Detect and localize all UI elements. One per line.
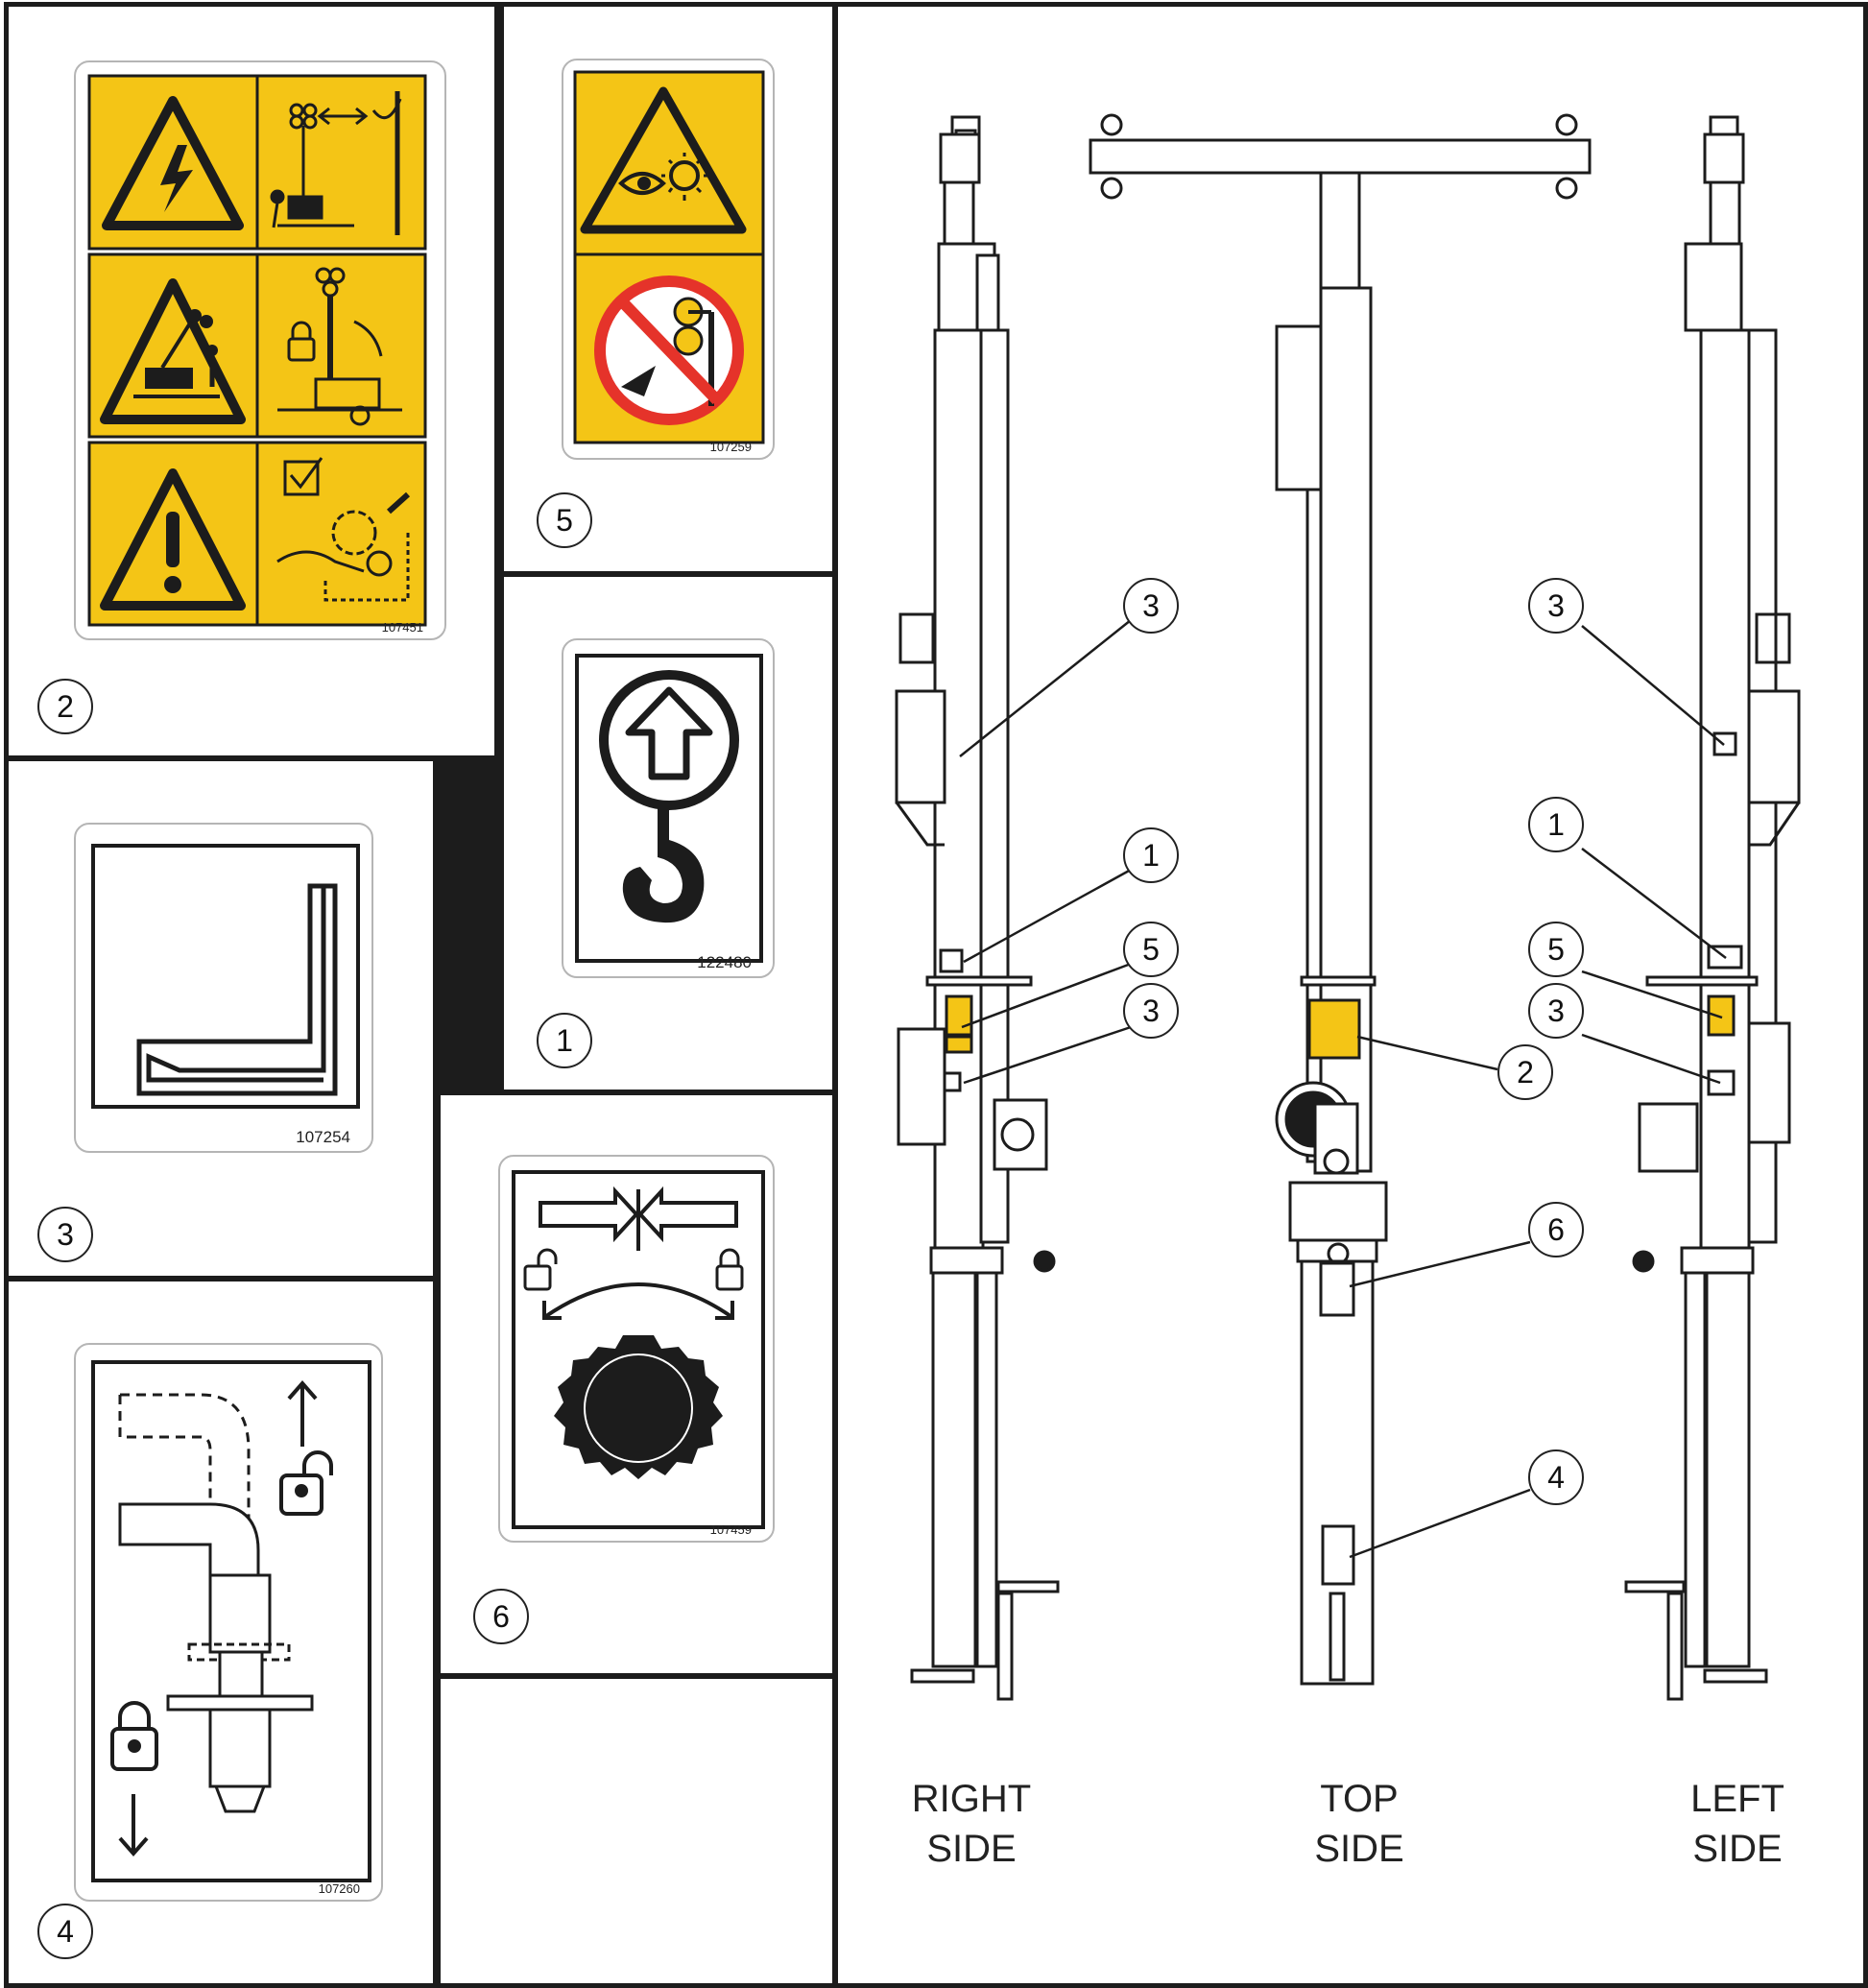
decal-107259: 107259	[562, 59, 775, 460]
lock-icon	[715, 1248, 744, 1291]
callout-top-6: 6	[1528, 1202, 1584, 1257]
decal-107451: 107451	[74, 60, 446, 640]
callout-left-3a: 3	[1528, 578, 1584, 634]
part-number: 107260	[318, 1881, 360, 1896]
unlock-icon	[279, 1450, 333, 1516]
inspect-gear-icon	[276, 457, 411, 602]
decal-107254: 107254	[74, 823, 373, 1153]
view-label-right: RIGHT SIDE	[856, 1774, 1087, 1874]
decal-panel-4: 107260 4	[4, 1277, 438, 1988]
mast-views-panel	[833, 2, 1868, 1988]
decal-panel-1: 122480 1	[499, 572, 837, 1094]
callout-5: 5	[537, 492, 592, 548]
part-number: 107459	[709, 1522, 752, 1537]
callout-6: 6	[473, 1589, 529, 1644]
decal-122480-art	[575, 654, 763, 963]
view-label-line2: SIDE	[1692, 1828, 1783, 1870]
knob-icon	[554, 1335, 723, 1479]
part-number: 107254	[296, 1128, 350, 1146]
lock-icon	[110, 1701, 158, 1771]
lift-point-icon	[599, 670, 739, 923]
callout-4: 4	[37, 1904, 93, 1959]
decal-107259-art	[573, 70, 765, 444]
decal-panel-5: 107259 5	[499, 2, 837, 576]
callout-3: 3	[37, 1207, 93, 1262]
corner-bracket-icon	[136, 883, 338, 1096]
decal-107451-art	[87, 74, 427, 627]
callout-left-5: 5	[1528, 922, 1584, 977]
part-number: 122480	[697, 953, 752, 971]
unlock-icon	[523, 1248, 558, 1291]
tower-tip-hazard-icon	[100, 278, 246, 424]
decal-107260-art	[91, 1360, 371, 1882]
decal-107459-art	[512, 1170, 765, 1529]
arrow-up-icon	[287, 1379, 318, 1447]
callout-top-4: 4	[1528, 1449, 1584, 1505]
arrow-down-icon	[118, 1794, 149, 1857]
filler-block	[436, 756, 501, 1096]
callout-right-1: 1	[1123, 827, 1179, 883]
decal-107459: 107459	[498, 1155, 775, 1543]
lock-mast-icon	[277, 267, 402, 426]
eye-light-hazard-icon	[580, 86, 747, 234]
callout-left-3b: 3	[1528, 983, 1584, 1039]
view-label-line1: LEFT	[1690, 1778, 1784, 1820]
view-label-line1: TOP	[1320, 1778, 1399, 1820]
view-label-line2: SIDE	[1314, 1828, 1404, 1870]
callout-1: 1	[537, 1013, 592, 1068]
compress-arrows-icon	[539, 1186, 738, 1251]
callout-top-2: 2	[1497, 1044, 1553, 1100]
power-line-clearance-icon	[270, 91, 402, 235]
no-stare-at-light-icon	[594, 275, 744, 425]
decal-panel-2: 107451 2	[4, 2, 499, 760]
callout-left-1: 1	[1528, 797, 1584, 852]
callout-right-3b: 3	[1123, 983, 1179, 1039]
callout-right-3a: 3	[1123, 578, 1179, 634]
callout-right-5: 5	[1123, 922, 1179, 977]
callout-2: 2	[37, 679, 93, 734]
decal-panel-3: 107254 3	[4, 756, 438, 1281]
general-warning-icon	[100, 468, 246, 611]
view-label-line2: SIDE	[926, 1828, 1017, 1870]
part-number: 107259	[709, 440, 752, 454]
blank-panel	[436, 1674, 837, 1988]
rotate-arrow-icon	[544, 1282, 732, 1318]
decal-107254-art	[91, 844, 360, 1109]
lock-pin-icon	[118, 1502, 260, 1577]
decal-panel-6: 107459 6	[436, 1090, 837, 1678]
part-number: 107451	[381, 620, 423, 635]
view-label-line1: RIGHT	[911, 1778, 1032, 1820]
decal-122480: 122480	[562, 638, 775, 978]
decal-107260: 107260	[74, 1343, 383, 1902]
electric-hazard-icon	[102, 96, 244, 230]
view-label-left: LEFT SIDE	[1622, 1774, 1853, 1874]
view-label-top: TOP SIDE	[1244, 1774, 1474, 1874]
